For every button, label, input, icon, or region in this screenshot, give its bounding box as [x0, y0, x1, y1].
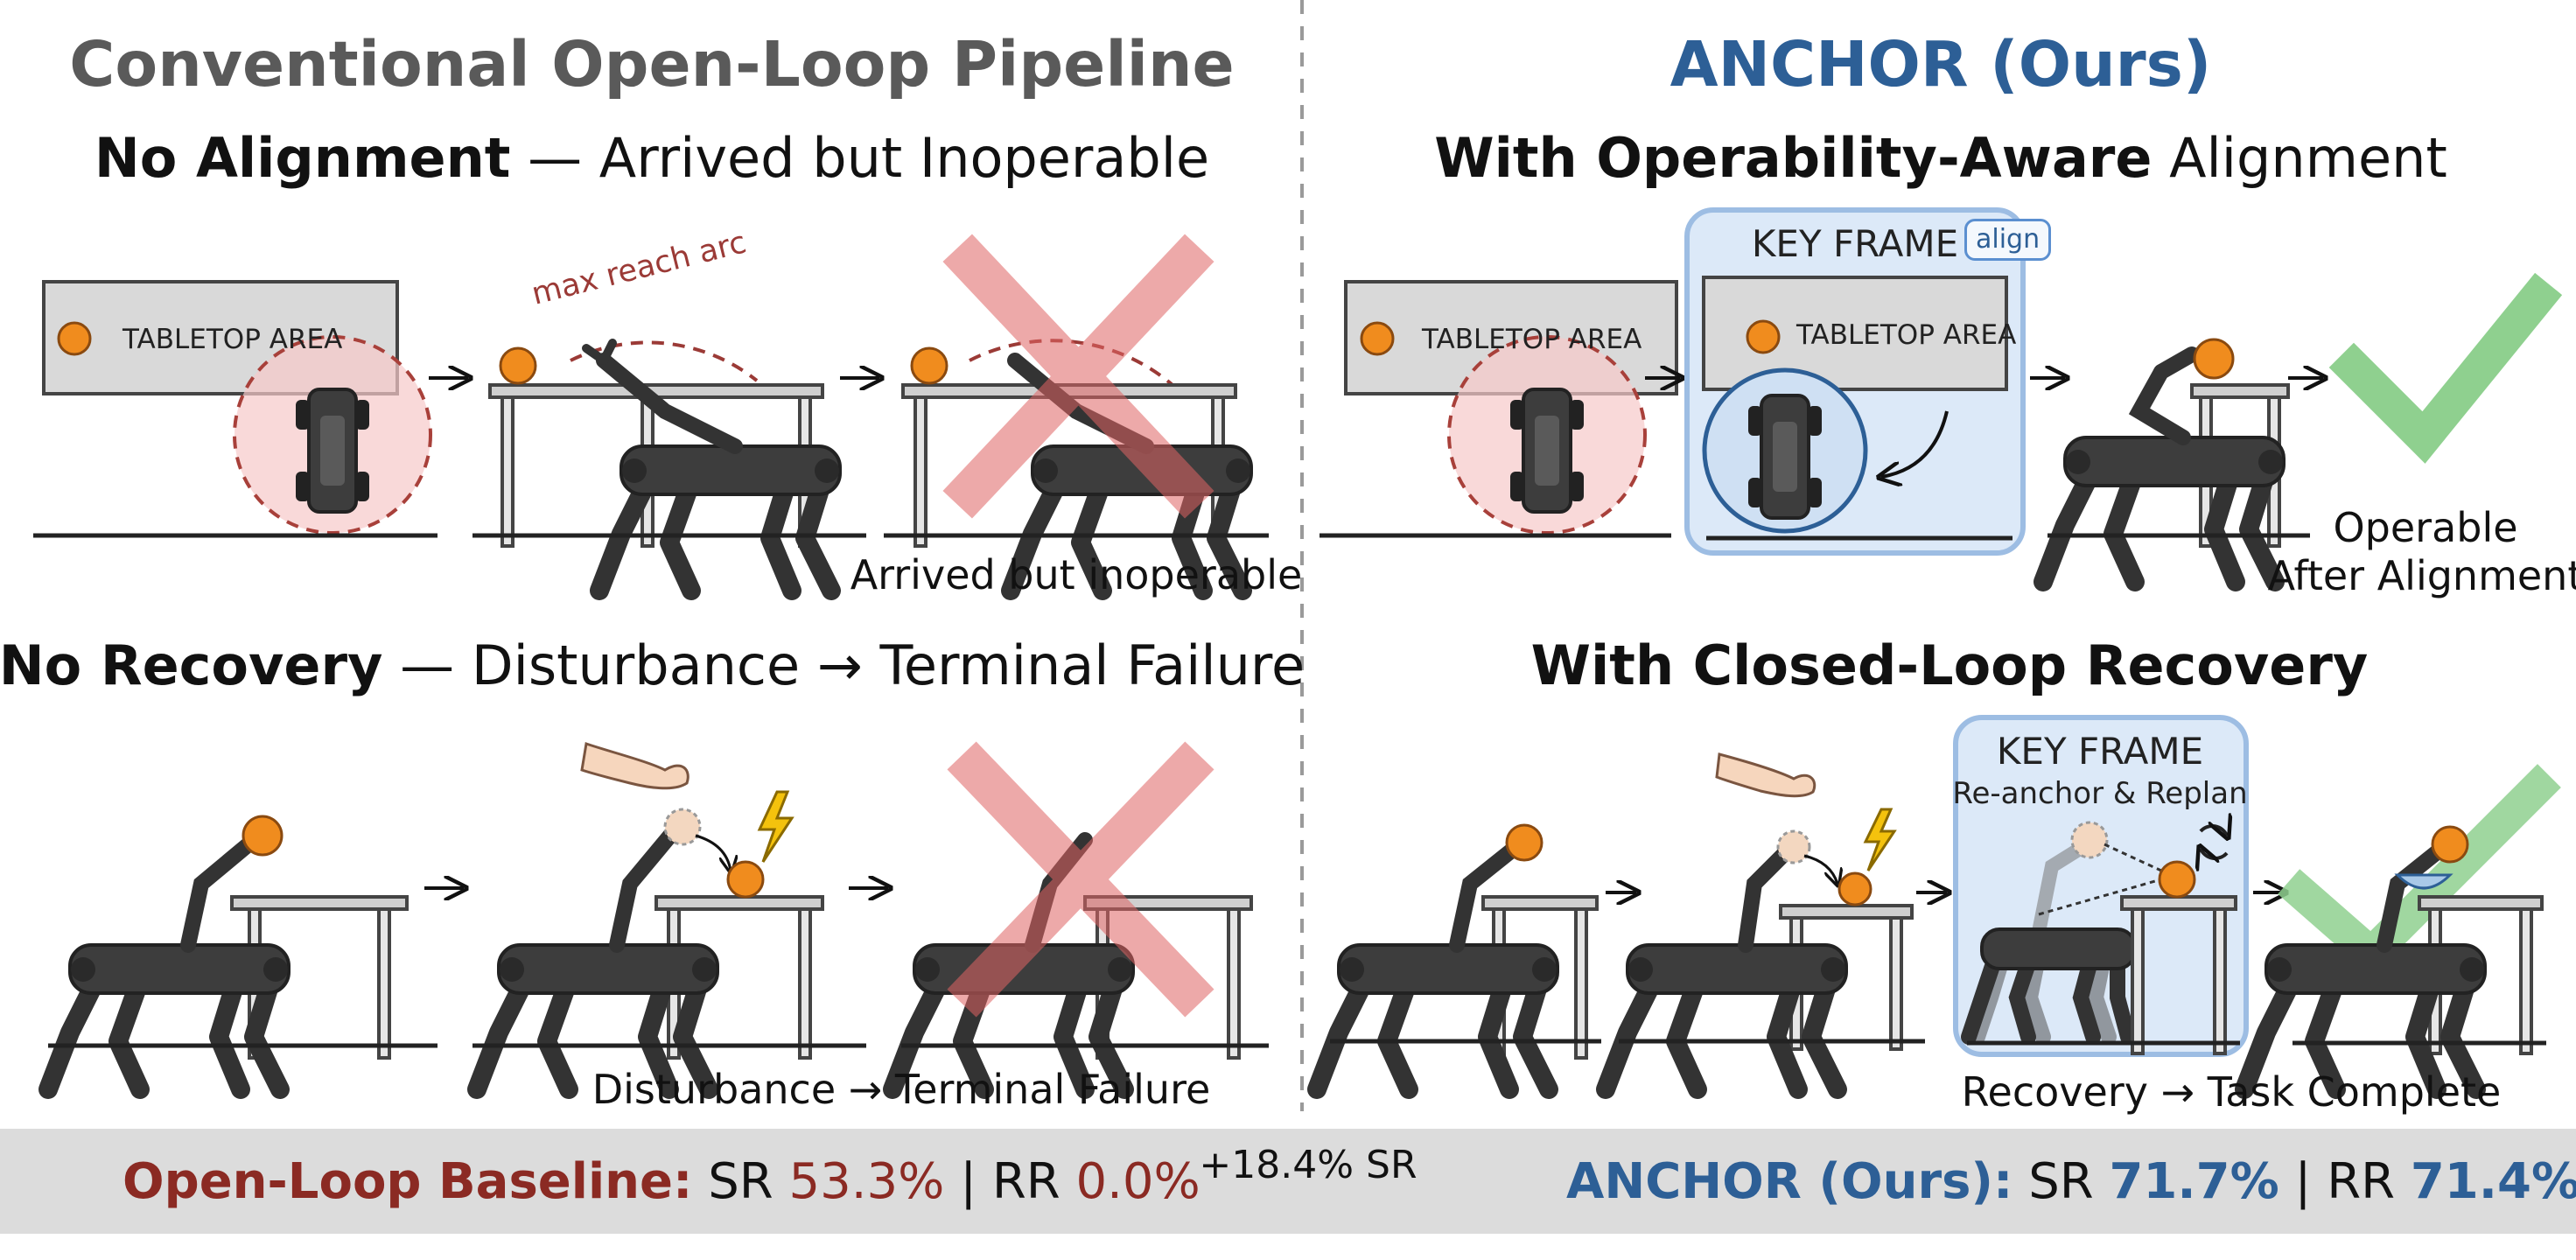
tabletop-area-label-keyframe: TABLETOP AREA [1796, 319, 2017, 351]
anchor-rr-value: 71.4% [2410, 1153, 2576, 1210]
right-section-title: ANCHOR (Ours) [1670, 28, 2212, 101]
baseline-rr-value: 0.0% [1075, 1153, 1200, 1210]
left-top-subtitle: No Alignment — Arrived but Inoperable [94, 131, 1209, 186]
left-top-subtitle-bold: No Alignment [94, 126, 511, 190]
baseline-result: Open-Loop Baseline: SR 53.3% | RR 0.0% [122, 1158, 1200, 1207]
disturbance-failure-caption: Disturbance → Terminal Failure [592, 1066, 1211, 1113]
baseline-sr-value: 53.3% [788, 1153, 945, 1210]
right-top-subtitle-rest: Alignment [2152, 126, 2447, 190]
anchor-rr-label: | RR [2278, 1153, 2411, 1210]
results-footer [0, 1129, 2576, 1234]
right-top-subtitle: With Operability-Aware Alignment [1434, 131, 2447, 186]
left-section-title: Conventional Open-Loop Pipeline [69, 28, 1235, 101]
arrived-inoperable-caption: Arrived but inoperable [850, 551, 1303, 598]
fail-cross-icon [942, 234, 1214, 519]
left-top-subtitle-rest: — Arrived but Inoperable [510, 126, 1210, 190]
align-badge: align [1964, 219, 2052, 261]
right-bottom-subtitle: With Closed-Loop Recovery [1531, 639, 2369, 693]
key-frame-label-align: KEY FRAME [1751, 222, 1959, 265]
orange-ball [57, 321, 92, 356]
anchor-sr-value: 71.7% [2109, 1153, 2279, 1210]
lightning-icon [757, 790, 794, 863]
tabletop-area-label-right: TABLETOP AREA [1422, 324, 1642, 355]
baseline-sr-label: SR [692, 1153, 789, 1210]
baseline-rr-label: | RR [944, 1153, 1076, 1210]
human-hand-icon [580, 742, 690, 790]
anchor-result: ANCHOR (Ours): SR 71.7% | RR 71.4% [1566, 1158, 2576, 1207]
right-top-panel [1320, 207, 2563, 582]
right-top-subtitle-bold: With Operability-Aware [1434, 126, 2152, 190]
anchor-name: ANCHOR (Ours): [1566, 1153, 2013, 1210]
recovery-complete-caption: Recovery → Task Complete [1961, 1068, 2502, 1116]
operable-caption-line1: Operable [2333, 504, 2518, 551]
tabletop-area-label-left: TABLETOP AREA [122, 324, 343, 355]
left-bottom-subtitle: No Recovery — Disturbance → Terminal Fai… [0, 639, 1305, 693]
left-bottom-subtitle-bold: No Recovery [0, 634, 383, 697]
fail-cross-icon [947, 741, 1214, 1018]
left-top-panel [33, 234, 1269, 591]
recovery-cycle-icon [2201, 826, 2227, 858]
key-frame-label-recovery: KEY FRAME [1996, 730, 2204, 773]
right-bottom-subtitle-bold: With Closed-Loop Recovery [1530, 634, 2369, 697]
operable-caption-line2: After Alignment [2267, 552, 2576, 599]
anchor-sr-label: SR [2012, 1153, 2110, 1210]
right-bottom-panel [1317, 715, 2561, 1089]
baseline-name: Open-Loop Baseline: [122, 1153, 693, 1210]
left-bottom-subtitle-rest: — Disturbance → Terminal Failure [382, 634, 1306, 697]
left-bottom-panel [48, 741, 1269, 1089]
success-check-icon [2328, 272, 2563, 464]
sr-gain-label: +18.4% SR [1199, 1143, 1418, 1187]
reanchor-replan-label: Re-anchor & Replan [1952, 776, 2248, 811]
